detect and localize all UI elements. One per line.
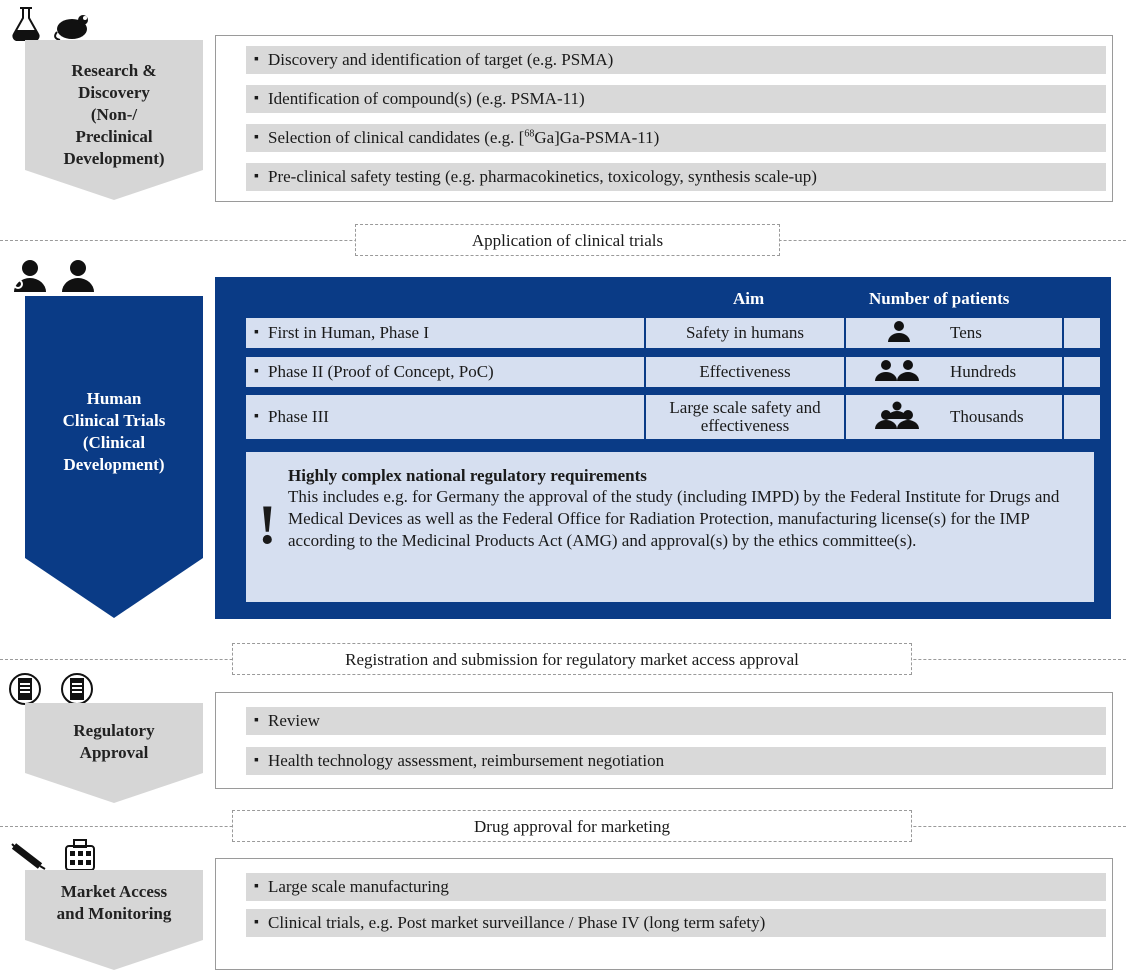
person-icon — [58, 258, 98, 299]
people-icon — [874, 359, 950, 386]
notice-title: Highly complex national regulatory requi… — [288, 466, 647, 485]
stage-chevron-research: Research & Discovery (Non-/ Preclinical … — [25, 40, 203, 200]
stage-label-clinical: Human Clinical Trials (Clinical Developm… — [62, 389, 166, 474]
list-item: Pre-clinical safety testing (e.g. pharma… — [246, 163, 1106, 191]
list-item: Review — [246, 707, 1106, 735]
exclamation-icon: ! — [258, 494, 277, 556]
column-header-aim: Aim — [733, 289, 765, 308]
list-item: Identification of compound(s) (e.g. PSMA… — [246, 85, 1106, 113]
person-icon — [884, 320, 950, 347]
document-icon — [60, 672, 94, 711]
list-item: Clinical trials, e.g. Post market survei… — [246, 909, 1106, 937]
stage-box-market: Large scale manufacturing Clinical trial… — [215, 858, 1113, 970]
table-row: First in Human, Phase I Safety in humans… — [246, 318, 1102, 348]
group-icon — [874, 401, 950, 434]
stage-label-market: Market Access and Monitoring — [56, 882, 172, 923]
stage-box-regulatory: Review Health technology assessment, rei… — [215, 692, 1113, 789]
mouse-icon — [52, 12, 92, 47]
notice-body: This includes e.g. for Germany the appro… — [288, 487, 1060, 550]
stage-chevron-regulatory: Regulatory Approval — [25, 703, 203, 803]
list-item: Selection of clinical candidates (e.g. [… — [246, 124, 1106, 152]
list-item: Health technology assessment, reimbursem… — [246, 747, 1106, 775]
list-item: Large scale manufacturing — [246, 873, 1106, 901]
table-row: Phase III Large scale safety and effecti… — [246, 395, 1102, 439]
transition-label: Registration and submission for regulato… — [232, 643, 912, 675]
list-item: Discovery and identification of target (… — [246, 46, 1106, 74]
transition-label: Drug approval for marketing — [232, 810, 912, 842]
document-icon — [8, 672, 42, 711]
flask-icon — [8, 6, 44, 47]
stethoscope-person-icon — [10, 258, 50, 299]
stage-chevron-market: Market Access and Monitoring — [25, 870, 203, 970]
stage-label-regulatory: Regulatory Approval — [73, 721, 155, 762]
stage-chevron-clinical: Human Clinical Trials (Clinical Developm… — [25, 296, 203, 618]
clinical-panel: Aim Number of patients First in Human, P… — [215, 277, 1111, 619]
table-row: Phase II (Proof of Concept, PoC) Effecti… — [246, 357, 1102, 387]
transition-label: Application of clinical trials — [355, 224, 780, 256]
stage-box-research: Discovery and identification of target (… — [215, 35, 1113, 202]
stage-label-research: Research & Discovery (Non-/ Preclinical … — [63, 61, 165, 168]
column-header-patients: Number of patients — [869, 289, 1010, 308]
syringe-icon — [10, 842, 46, 875]
regulatory-notice: ! Highly complex national regulatory req… — [246, 452, 1094, 602]
